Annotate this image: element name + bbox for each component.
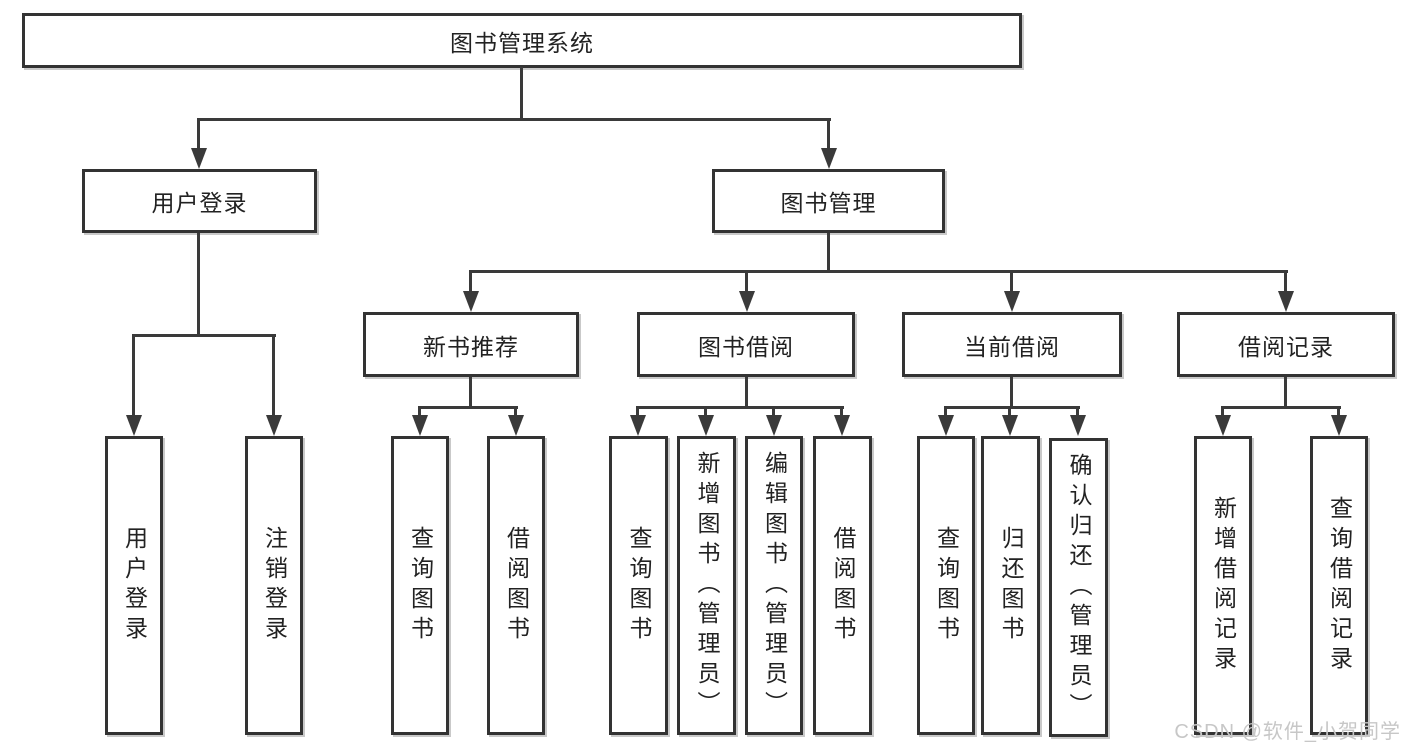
arrowhead-nb-query	[412, 415, 428, 436]
connector-root-stem	[520, 67, 523, 120]
node-book-management: 图书管理	[712, 169, 945, 233]
arrowhead-cb-confirm	[1070, 415, 1086, 436]
connector-bookmgmt-stem	[827, 233, 830, 272]
leaf-logout-label: 注销登录	[261, 525, 288, 646]
leaf-borrow-borrow-books: 借阅图书	[813, 436, 872, 735]
arrowhead-new-book	[463, 291, 479, 312]
leaf-logout: 注销登录	[245, 436, 303, 735]
leaf-current-return-books-label: 归还图书	[998, 525, 1024, 646]
connector-drop-nb-borrow	[514, 406, 517, 420]
arrowhead-nb-borrow	[508, 415, 524, 436]
leaf-newbook-query-books: 查询图书	[391, 436, 449, 735]
node-new-book-recommend: 新书推荐	[363, 312, 579, 377]
arrowhead-bb-query	[630, 415, 646, 436]
node-book-borrow: 图书借阅	[637, 312, 855, 377]
connector-drop-bb-add	[704, 406, 707, 420]
connector-current-bar	[944, 406, 1080, 409]
node-borrow-records: 借阅记录	[1177, 312, 1395, 377]
arrowhead-book-borrow	[739, 291, 755, 312]
connector-drop-cb-confirm	[1076, 406, 1079, 420]
leaf-borrow-edit-books-admin: 编辑图书（管理员）	[745, 436, 803, 735]
connector-borrow-stem	[745, 377, 748, 408]
leaf-borrow-query-books-label: 查询图书	[626, 525, 652, 646]
connector-login-stem	[197, 233, 200, 336]
leaf-records-add-record: 新增借阅记录	[1194, 436, 1252, 735]
connector-newbook-bar	[418, 406, 518, 409]
node-user-login: 用户登录	[82, 169, 317, 233]
arrowhead-leaf-login	[126, 415, 142, 436]
connector-drop-nb-query	[418, 406, 421, 420]
leaf-records-add-record-label: 新增借阅记录	[1210, 495, 1237, 676]
leaf-borrow-edit-books-admin-label: 编辑图书（管理员）	[761, 450, 788, 721]
connector-drop-rec-add	[1221, 406, 1224, 420]
leaf-user-login-label: 用户登录	[121, 525, 148, 646]
connector-drop-cb-return	[1008, 406, 1011, 420]
node-system-root-label: 图书管理系统	[450, 29, 594, 56]
node-current-borrow: 当前借阅	[902, 312, 1122, 377]
leaf-records-query-record-label: 查询借阅记录	[1326, 495, 1353, 676]
leaf-borrow-add-books-admin-label: 新增图书（管理员）	[694, 450, 720, 721]
leaf-borrow-add-books-admin: 新增图书（管理员）	[677, 436, 736, 735]
arrowhead-bb-add	[698, 415, 714, 436]
arrowhead-rec-add	[1215, 415, 1231, 436]
connector-drop-bb-edit	[772, 406, 775, 420]
connector-drop-bb-borrow	[840, 406, 843, 420]
connector-drop-leaf-login	[132, 334, 135, 420]
arrowhead-user-login	[191, 148, 207, 169]
leaf-current-confirm-return-admin-label: 确认归还（管理员）	[1066, 452, 1092, 723]
arrowhead-borrow-records	[1278, 291, 1294, 312]
connector-borrow-bar	[636, 406, 844, 409]
node-user-login-label: 用户登录	[151, 190, 248, 216]
connector-root-bar	[198, 118, 831, 121]
arrowhead-bb-edit	[766, 415, 782, 436]
leaf-current-return-books: 归还图书	[981, 436, 1040, 735]
node-borrow-records-label: 借阅记录	[1238, 333, 1334, 360]
leaf-current-query-books: 查询图书	[917, 436, 975, 735]
arrowhead-book-mgmt	[821, 148, 837, 169]
connector-drop-borrow-records	[1284, 270, 1287, 296]
arrowhead-cb-return	[1002, 415, 1018, 436]
connector-login-bar	[133, 334, 276, 337]
leaf-current-confirm-return-admin: 确认归还（管理员）	[1049, 438, 1108, 737]
leaf-newbook-borrow-books-label: 借阅图书	[503, 525, 530, 646]
arrowhead-cb-query	[938, 415, 954, 436]
node-system-root: 图书管理系统	[22, 13, 1022, 68]
connector-drop-cb-query	[944, 406, 947, 420]
node-book-borrow-label: 图书借阅	[698, 333, 794, 360]
connector-records-stem	[1284, 377, 1287, 408]
leaf-records-query-record: 查询借阅记录	[1310, 436, 1368, 735]
leaf-borrow-query-books: 查询图书	[609, 436, 668, 735]
csdn-watermark: CSDN @软件_小贺同学	[1174, 721, 1401, 743]
connector-records-bar	[1221, 406, 1341, 409]
leaf-newbook-query-books-label: 查询图书	[407, 525, 434, 646]
leaf-current-query-books-label: 查询图书	[933, 525, 960, 646]
connector-drop-current-borrow	[1010, 270, 1013, 296]
arrowhead-current-borrow	[1004, 291, 1020, 312]
connector-drop-rec-query	[1337, 406, 1340, 420]
connector-bookmgmt-bar	[470, 270, 1288, 273]
arrowhead-bb-borrow	[834, 415, 850, 436]
connector-drop-book-mgmt	[827, 118, 830, 152]
connector-current-stem	[1010, 377, 1013, 408]
connector-drop-book-borrow	[745, 270, 748, 296]
node-book-management-label: 图书管理	[780, 190, 877, 216]
leaf-newbook-borrow-books: 借阅图书	[487, 436, 545, 735]
connector-drop-leaf-logout	[272, 334, 275, 420]
arrowhead-rec-query	[1331, 415, 1347, 436]
arrowhead-leaf-logout	[266, 415, 282, 436]
node-new-book-recommend-label: 新书推荐	[423, 333, 519, 360]
connector-drop-bb-query	[636, 406, 639, 420]
connector-drop-user-login	[197, 118, 200, 152]
node-current-borrow-label: 当前借阅	[964, 333, 1060, 360]
connector-newbook-stem	[469, 377, 472, 408]
leaf-user-login: 用户登录	[105, 436, 163, 735]
connector-drop-new-book	[469, 270, 472, 296]
leaf-borrow-borrow-books-label: 借阅图书	[830, 525, 856, 646]
